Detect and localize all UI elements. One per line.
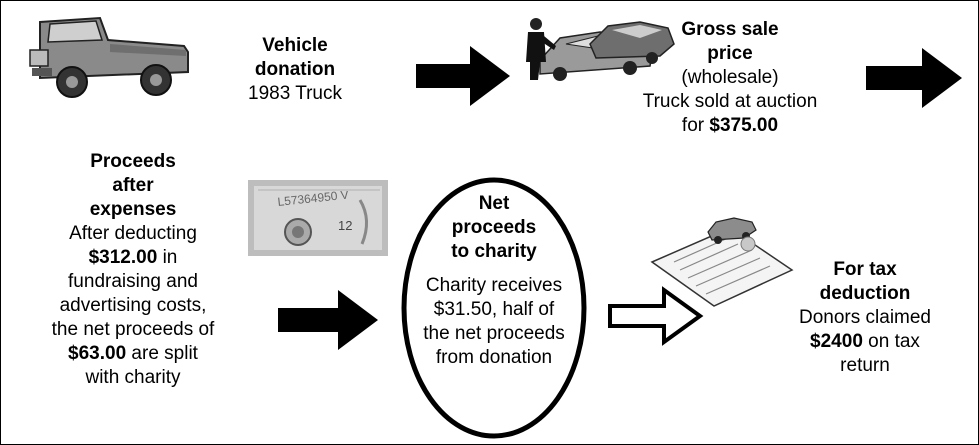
proceeds-line5: $312.00 in: [26, 246, 240, 270]
proceeds-title-line2: after: [112, 175, 154, 196]
tax-title-line2: deduction: [819, 283, 911, 304]
proceeds-line6: fundraising and: [68, 271, 198, 292]
net-line4: Charity receives: [425, 275, 563, 296]
tax-deduction-amount: $2400: [810, 331, 863, 352]
net-proceeds-ellipse: [401, 177, 587, 439]
net-spacer: [414, 264, 574, 274]
arrow-proceeds-to-charity: [278, 290, 378, 350]
net-title-line3: to charity: [451, 241, 537, 262]
net-proceeds-text: Net proceeds to charity Charity receives…: [414, 192, 574, 370]
tax-document-icon: [650, 217, 794, 307]
expenses-amount: $312.00: [88, 247, 158, 268]
proceeds-line9: $63.00 are split: [26, 342, 240, 366]
net-line6: the net proceeds: [423, 323, 565, 344]
gross-line3: (wholesale): [681, 67, 779, 88]
dollar-bill-icon: L57364950 V 12: [248, 180, 388, 256]
proceeds-line4: After deducting: [69, 223, 197, 244]
gross-sale-text: Gross sale price (wholesale) Truck sold …: [630, 18, 830, 138]
tax-line5: return: [840, 355, 890, 376]
gross-line4: Truck sold at auction: [642, 91, 818, 112]
gross-title-line1: Gross sale: [681, 19, 779, 40]
gross-line5-prefix: for: [681, 115, 710, 136]
proceeds-title-line1: Proceeds: [90, 151, 176, 172]
arrow-vehicle-to-sale: [416, 46, 510, 106]
net-line7: from donation: [435, 347, 553, 368]
gross-title-line2: price: [707, 43, 753, 64]
tax-line4-suffix: on tax: [862, 331, 920, 352]
tax-title-line1: For tax: [833, 259, 897, 280]
arrow-charity-to-tax: [608, 286, 704, 346]
tax-line4: $2400 on tax: [780, 330, 950, 354]
proceeds-line9-suffix: are split: [126, 343, 198, 364]
pickup-truck-icon: [29, 16, 189, 98]
net-title-line2: proceeds: [451, 217, 537, 238]
proceeds-line10: with charity: [85, 367, 181, 388]
net-proceeds-amount: $63.00: [68, 343, 127, 364]
gross-sale-amount: $375.00: [709, 115, 779, 136]
arrow-sale-to-proceeds: [866, 48, 962, 108]
car-dealer-icon: [526, 18, 675, 81]
vehicle-title-line1: Vehicle: [262, 35, 328, 56]
net-line5: $31.50, half of: [433, 299, 555, 320]
gross-line5: for $375.00: [630, 114, 830, 138]
vehicle-subtitle: 1983 Truck: [248, 83, 342, 104]
svg-text:12: 12: [338, 218, 352, 233]
proceeds-title-line3: expenses: [89, 199, 177, 220]
tax-deduction-text: For tax deduction Donors claimed $2400 o…: [780, 258, 950, 378]
vehicle-donation-text: Vehicle donation 1983 Truck: [225, 34, 365, 106]
proceeds-line7: advertising costs,: [59, 295, 207, 316]
proceeds-line5-suffix: in: [157, 247, 178, 268]
vehicle-title-line2: donation: [254, 59, 336, 80]
tax-line3: Donors claimed: [799, 307, 931, 328]
proceeds-line8: the net proceeds of: [51, 319, 215, 340]
proceeds-after-expenses-text: Proceeds after expenses After deducting …: [26, 150, 240, 390]
net-title-line1: Net: [478, 193, 510, 214]
